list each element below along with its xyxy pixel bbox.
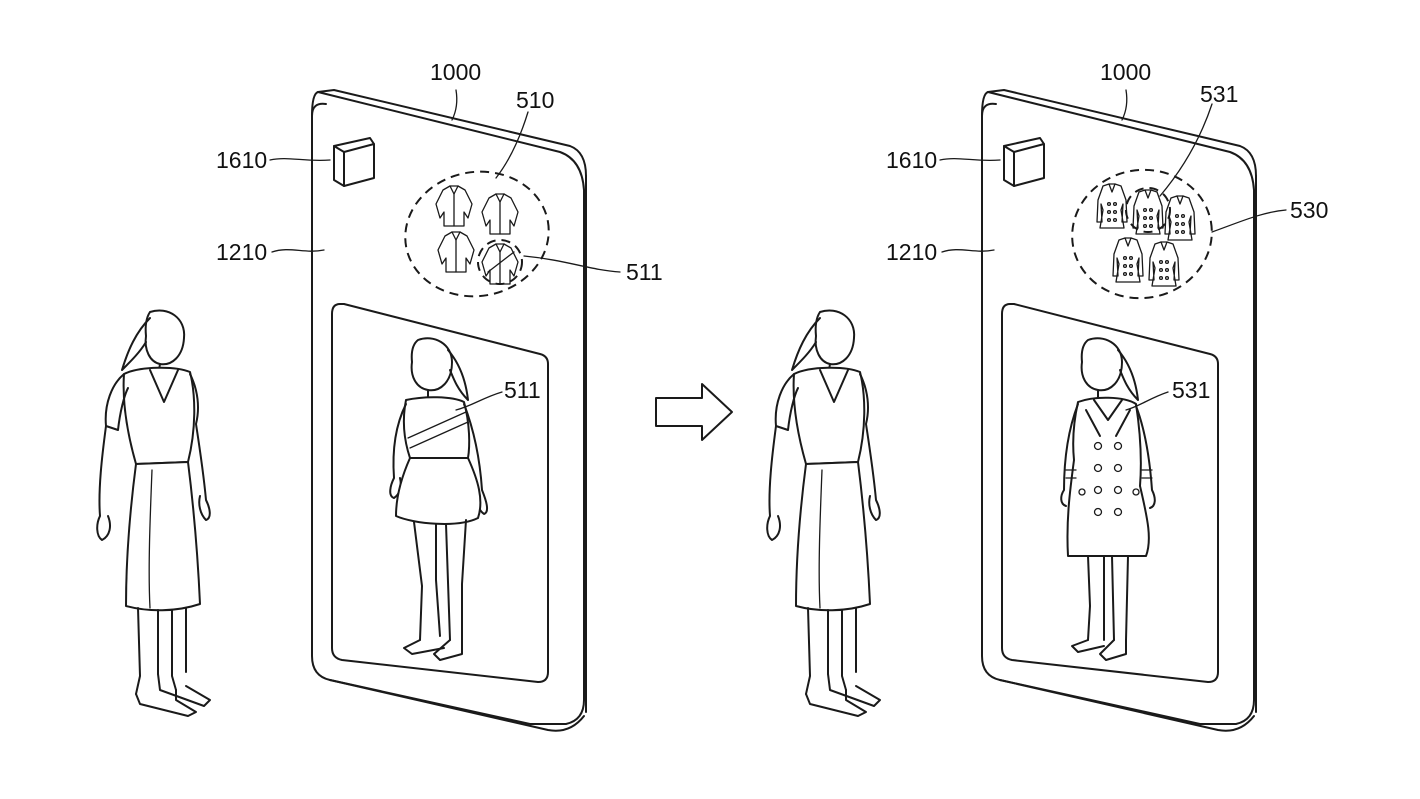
label-1000-left: 1000 [430, 59, 481, 85]
leader-531-avatar [1125, 391, 1169, 411]
left-panel: 1000 510 1610 1210 511 511 [96, 59, 663, 732]
user-person-left [96, 309, 211, 717]
label-531-avatar: 531 [1172, 377, 1210, 403]
right-panel: 1000 531 530 1610 1210 531 [766, 59, 1328, 732]
leader-530 [1211, 209, 1287, 233]
label-1610-left: 1610 [216, 147, 267, 173]
leader-1610-right [939, 157, 1001, 162]
clothing-group-530 [1071, 168, 1213, 300]
label-510: 510 [516, 87, 554, 113]
leader-1000-right [1121, 89, 1128, 121]
label-1210-left: 1210 [216, 239, 267, 265]
leader-510 [495, 111, 529, 179]
label-511-icon: 511 [626, 259, 663, 285]
user-person-right [766, 309, 881, 717]
label-1000-right: 1000 [1100, 59, 1151, 85]
leader-1610-left [269, 157, 331, 162]
label-511-avatar: 511 [504, 377, 541, 403]
leader-531-icon [1159, 103, 1213, 197]
leader-1210-left [271, 249, 325, 253]
selected-item-531 [1125, 187, 1171, 233]
leader-1000-left [451, 89, 458, 121]
clothing-group-510 [404, 170, 550, 298]
leader-511-icon [523, 255, 621, 273]
label-1210-right: 1210 [886, 239, 937, 265]
label-1610-right: 1610 [886, 147, 937, 173]
transition-arrow [655, 383, 733, 441]
label-531-icon: 531 [1200, 81, 1238, 107]
leader-511-avatar [455, 391, 503, 411]
camera-1610-right [1003, 137, 1045, 187]
camera-1610-left [333, 137, 375, 187]
label-530: 530 [1290, 197, 1328, 223]
leader-1210-right [941, 249, 995, 253]
